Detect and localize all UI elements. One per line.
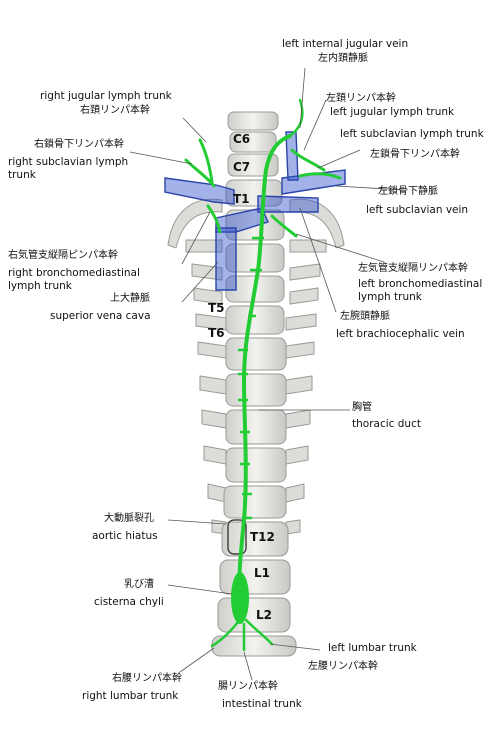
vertebra-label-t12: T12 — [250, 530, 275, 544]
label-left-subclavian-vein-en: left subclavian vein — [366, 204, 469, 216]
vertebra-label-c7: C7 — [233, 160, 251, 174]
label-left-subclavian-lymph-trunk-en: left subclavian lymph trunk — [340, 128, 484, 140]
vertebra-label-l1: L1 — [254, 566, 270, 580]
label-left-lumbar-trunk-en: left lumbar trunk — [328, 642, 417, 654]
label-intestinal-trunk-en: intestinal trunk — [222, 698, 302, 710]
label-superior-vena-cava-en: superior vena cava — [50, 310, 151, 322]
lymphatic-system — [184, 98, 342, 652]
label-right-bronchomediastinal-jp: 右気管支縦隔ピンパ本幹 — [8, 250, 118, 261]
label-right-bronchomediastinal-en-2: lymph trunk — [8, 280, 72, 292]
label-right-bronchomediastinal-en-1: right bronchomediastinal — [8, 267, 140, 279]
vertebra-label-t5: T5 — [208, 301, 225, 315]
label-thoracic-duct-jp: 胸管 — [352, 402, 372, 413]
duct-branches — [238, 236, 264, 520]
aortic-hiatus-outline — [227, 519, 247, 555]
vertebra-label-l2: L2 — [256, 608, 272, 622]
label-thoracic-duct-en: thoracic duct — [352, 418, 421, 430]
label-right-jugular-lymph-trunk-en: right jugular lymph trunk — [40, 90, 172, 102]
cisterna-chyli-shape — [231, 572, 249, 624]
vertebra-label-t1: T1 — [233, 192, 250, 206]
vertebra-label-t6: T6 — [208, 326, 225, 340]
label-left-subclavian-vein-jp: 左鎖骨下静脈 — [378, 186, 438, 197]
label-intestinal-trunk-jp: 腸リンパ本幹 — [218, 681, 278, 692]
label-left-bronchomediastinal-jp: 左気管支縦隔リンパ本幹 — [358, 263, 468, 274]
label-left-brachiocephalic-jp: 左腕頭静脈 — [340, 311, 390, 322]
label-right-subclavian-lymph-trunk-en-2: trunk — [8, 169, 36, 181]
ribs — [167, 198, 345, 535]
label-left-bronchomediastinal-en-1: left bronchomediastinal — [358, 278, 483, 290]
vertebra-label-c6: C6 — [233, 132, 251, 146]
label-left-subclavian-lymph-trunk-jp: 左鎖骨下リンパ本幹 — [370, 149, 460, 160]
label-right-jugular-lymph-trunk-jp: 右頚リンパ本幹 — [80, 105, 150, 116]
vertebral-column — [211, 111, 297, 657]
label-aortic-hiatus-en: aortic hiatus — [92, 530, 158, 542]
label-right-lumbar-trunk-jp: 右腰リンパ本幹 — [112, 673, 182, 684]
label-left-internal-jugular-vein-en: left internal jugular vein — [282, 38, 409, 50]
label-right-subclavian-lymph-trunk-en-1: right subclavian lymph — [8, 156, 129, 168]
label-left-jugular-lymph-trunk-en: left jugular lymph trunk — [330, 106, 455, 118]
label-cisterna-chyli-en: cisterna chyli — [94, 596, 164, 608]
label-right-lumbar-trunk-en: right lumbar trunk — [82, 690, 179, 702]
label-superior-vena-cava-jp: 上大静脈 — [110, 293, 150, 304]
label-left-internal-jugular-vein-jp: 左内頚静脈 — [318, 53, 368, 64]
label-left-bronchomediastinal-en-2: lymph trunk — [358, 291, 422, 303]
label-aortic-hiatus-jp: 大動脈裂孔 — [104, 513, 154, 524]
label-left-lumbar-trunk-jp: 左腰リンパ本幹 — [308, 661, 378, 672]
label-left-brachiocephalic-en: left brachiocephalic vein — [336, 328, 465, 340]
label-cisterna-chyli-jp: 乳び漕 — [124, 579, 154, 590]
label-left-jugular-lymph-trunk-jp: 左頚リンパ本幹 — [326, 93, 396, 104]
leader-lines — [129, 67, 405, 681]
veins — [164, 131, 346, 291]
label-right-subclavian-lymph-trunk-jp: 右鎖骨下リンパ本幹 — [34, 139, 124, 150]
